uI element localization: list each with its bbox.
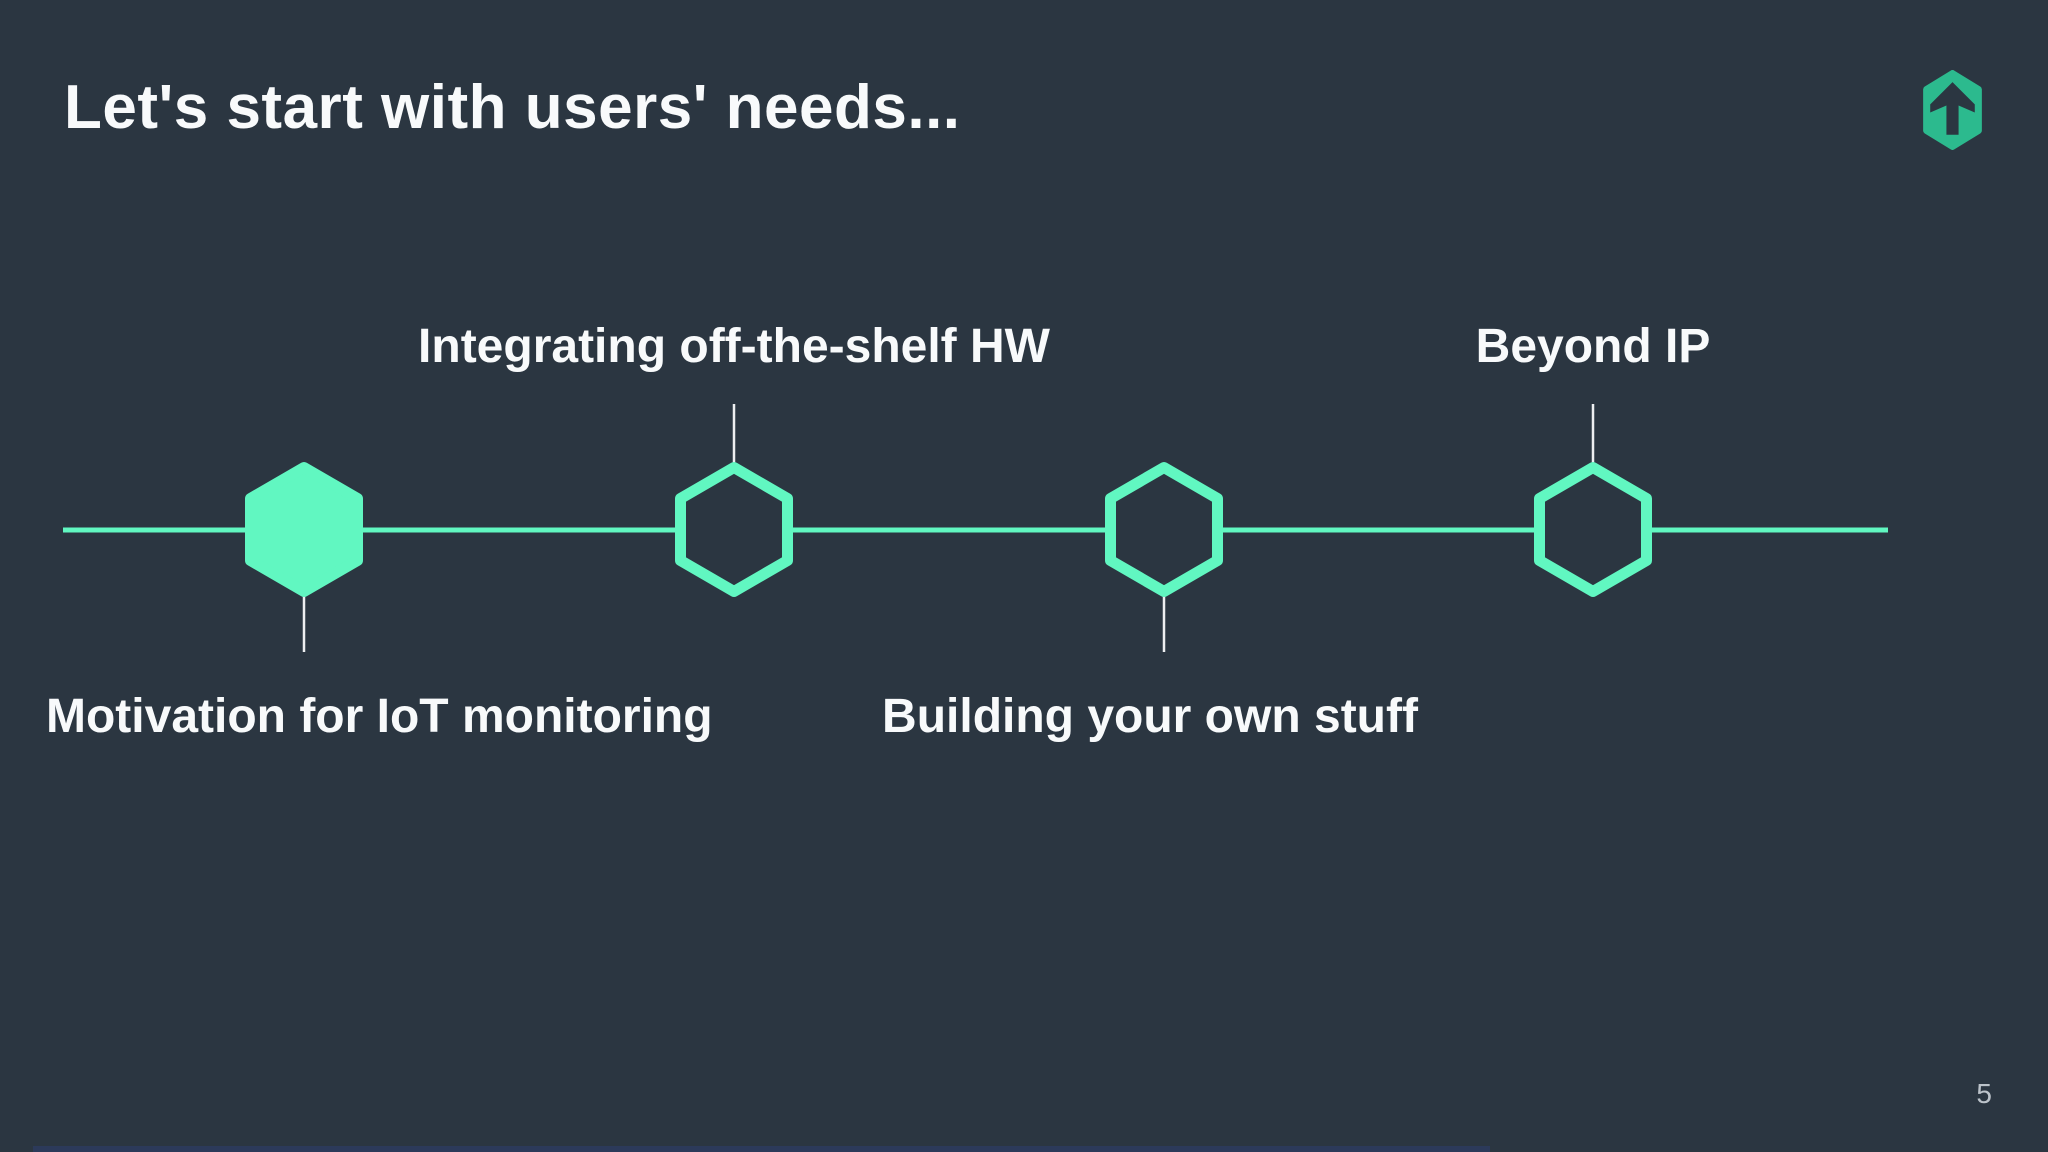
- milestone-1-label: Motivation for IoT monitoring: [46, 690, 713, 743]
- milestone-3-hexagon: [1105, 462, 1223, 597]
- milestone-2-label: Integrating off-the-shelf HW: [418, 320, 1050, 373]
- milestone-3-label: Building your own stuff: [882, 690, 1418, 743]
- milestone-1-hexagon: [245, 462, 363, 597]
- hexagon-up-arrow-logo-icon: [1923, 70, 1982, 150]
- milestone-4-hexagon: [1534, 462, 1652, 597]
- milestone-4-label: Beyond IP: [1475, 320, 1711, 373]
- logo-arrow-icon: [1930, 82, 1975, 135]
- bottom-progress-bar: [33, 1146, 1490, 1152]
- milestone-2-hexagon: [675, 462, 793, 597]
- page-number: 5: [1976, 1078, 1992, 1109]
- page-title: Let's start with users' needs...: [64, 73, 961, 142]
